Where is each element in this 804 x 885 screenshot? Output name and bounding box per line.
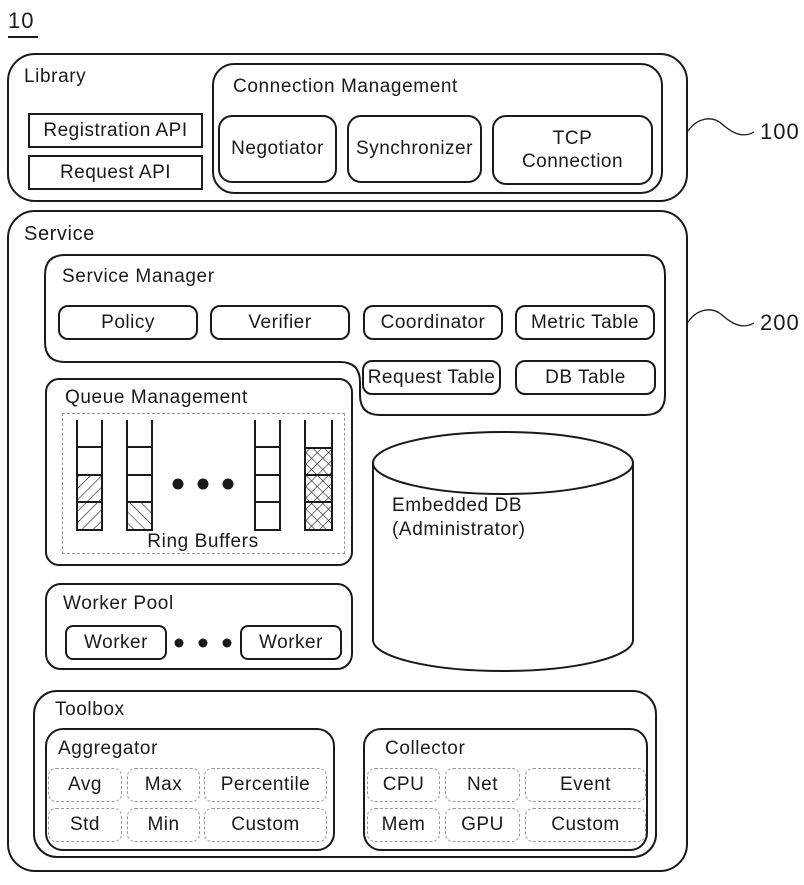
metric-table-label: Metric Table: [530, 311, 640, 333]
collector-item-net: Net: [445, 768, 520, 802]
worker-box-2: Worker: [240, 625, 342, 660]
ref-label-100: 100: [760, 119, 800, 144]
ring-buffers-caption: Ring Buffers: [147, 531, 259, 552]
service-manager-title: Service Manager: [62, 266, 215, 287]
aggregator-item-avg: Avg: [48, 768, 122, 802]
request-api-label: Request API: [59, 161, 172, 183]
request-table-label: Request Table: [367, 366, 496, 388]
metric-table-box: Metric Table: [515, 305, 655, 340]
percentile-label: Percentile: [220, 774, 311, 795]
std-label: Std: [69, 814, 101, 835]
connection-management-title: Connection Management: [233, 76, 458, 97]
db-table-box: DB Table: [515, 360, 656, 395]
tcp-connection-label: TCP Connection: [521, 128, 624, 172]
tcp-connection-box: TCP Connection: [492, 115, 653, 185]
collector-item-custom: Custom: [525, 808, 646, 842]
queue-management-title: Queue Management: [65, 387, 248, 408]
aggregator-item-max: Max: [127, 768, 200, 802]
ref-squiggle-100: [687, 118, 755, 136]
max-label: Max: [144, 774, 183, 795]
coordinator-box: Coordinator: [363, 305, 503, 340]
figure-number: 10: [8, 8, 39, 38]
registration-api-box: Registration API: [28, 113, 203, 148]
mem-label: Mem: [381, 814, 426, 835]
aggregator-title: Aggregator: [58, 738, 159, 759]
cpu-label: CPU: [382, 774, 425, 795]
worker-label-2: Worker: [259, 631, 323, 653]
embedded-db-line2: (Administrator): [392, 519, 526, 540]
registration-api-label: Registration API: [43, 119, 188, 141]
aggregator-item-percentile: Percentile: [204, 768, 327, 802]
worker-box-1: Worker: [65, 625, 167, 660]
ref-squiggle-200: [687, 309, 755, 327]
collector-title: Collector: [385, 738, 466, 759]
collector-item-cpu: CPU: [367, 768, 440, 802]
col-custom-label: Custom: [551, 814, 620, 835]
embedded-db-line1: Embedded DB: [392, 495, 523, 516]
db-table-label: DB Table: [545, 366, 626, 388]
collector-item-event: Event: [525, 768, 646, 802]
request-table-box: Request Table: [362, 360, 501, 395]
net-label: Net: [466, 774, 499, 795]
collector-item-mem: Mem: [367, 808, 440, 842]
avg-label: Avg: [68, 774, 102, 795]
service-title: Service: [24, 223, 95, 245]
agg-custom-label: Custom: [231, 814, 300, 835]
toolbox-title: Toolbox: [55, 699, 125, 720]
coordinator-label: Coordinator: [380, 311, 486, 333]
embedded-db-label: Embedded DB (Administrator): [392, 494, 526, 542]
negotiator-label: Negotiator: [231, 138, 324, 159]
library-title: Library: [24, 66, 87, 87]
policy-label: Policy: [101, 311, 155, 333]
min-label: Min: [147, 814, 180, 835]
aggregator-item-std: Std: [48, 808, 122, 842]
verifier-box: Verifier: [210, 305, 350, 340]
collector-item-gpu: GPU: [445, 808, 520, 842]
aggregator-item-min: Min: [127, 808, 200, 842]
gpu-label: GPU: [461, 814, 504, 835]
synchronizer-label: Synchronizer: [356, 138, 473, 159]
worker-label-1: Worker: [84, 631, 148, 653]
policy-box: Policy: [58, 305, 198, 340]
aggregator-item-custom: Custom: [204, 808, 327, 842]
worker-pool-title: Worker Pool: [63, 593, 174, 614]
ref-label-200: 200: [760, 310, 800, 335]
negotiator-box: Negotiator: [218, 115, 337, 183]
synchronizer-box: Synchronizer: [347, 115, 482, 183]
verifier-label: Verifier: [248, 311, 312, 333]
request-api-box: Request API: [28, 155, 203, 190]
event-label: Event: [559, 774, 612, 795]
